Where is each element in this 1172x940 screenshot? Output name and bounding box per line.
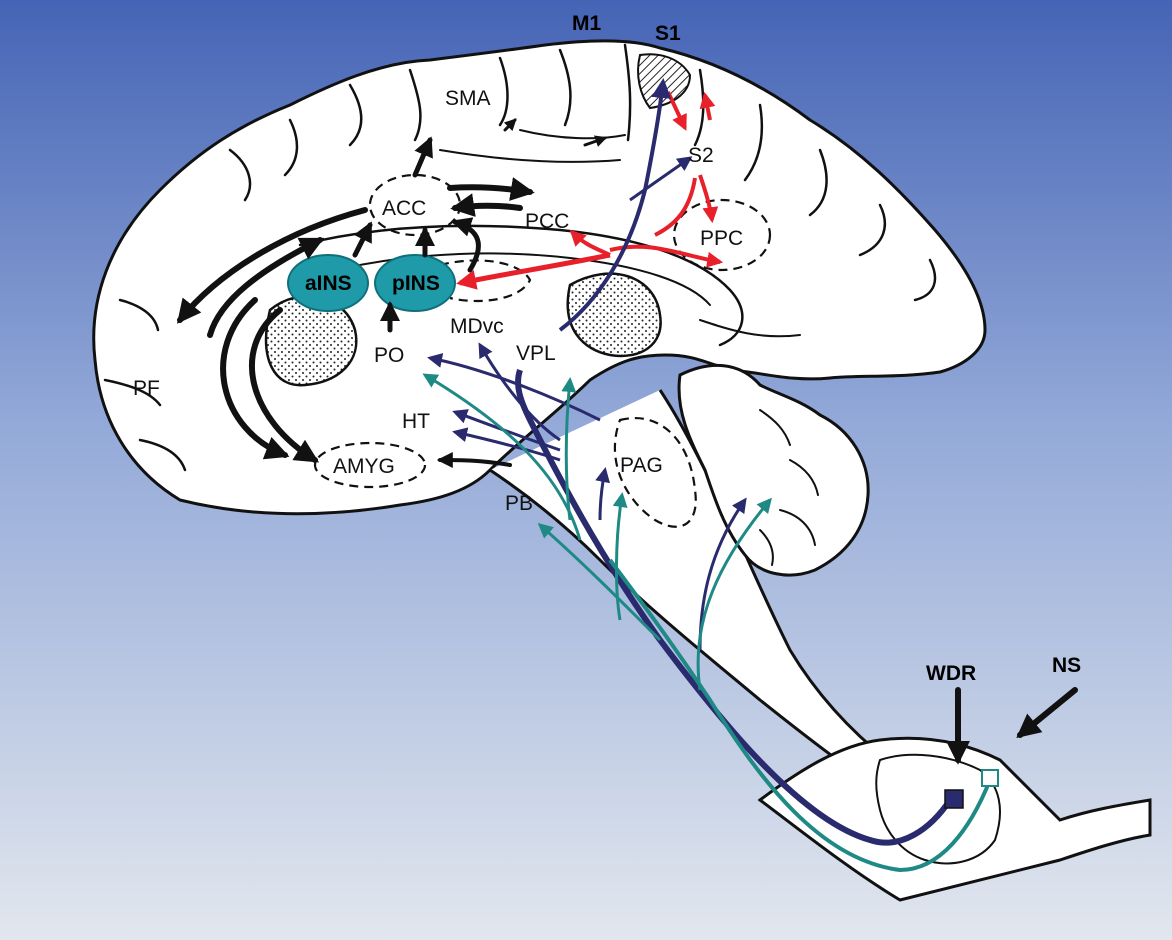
label-sma: SMA — [445, 87, 491, 110]
label-pf: PF — [133, 377, 160, 400]
label-wdr: WDR — [926, 662, 976, 685]
label-s2: S2 — [688, 144, 714, 167]
label-pb: PB — [505, 492, 533, 515]
label-po: PO — [374, 344, 404, 367]
label-s1: S1 — [655, 22, 681, 45]
label-ht: HT — [402, 410, 430, 433]
label-mdvc: MDvc — [450, 315, 504, 338]
wdr-neuron — [945, 790, 963, 808]
label-acc: ACC — [382, 197, 426, 220]
label-ns: NS — [1052, 654, 1081, 677]
ns-neuron — [982, 770, 998, 786]
label-ppc: PPC — [700, 227, 743, 250]
label-vpl: VPL — [516, 342, 556, 365]
label-m1: M1 — [572, 12, 601, 35]
label-pcc: PCC — [525, 210, 569, 233]
label-pag: PAG — [620, 454, 663, 477]
label-pins: pINS — [392, 272, 440, 295]
label-amyg: AMYG — [333, 455, 395, 478]
label-ains: aINS — [305, 272, 352, 295]
